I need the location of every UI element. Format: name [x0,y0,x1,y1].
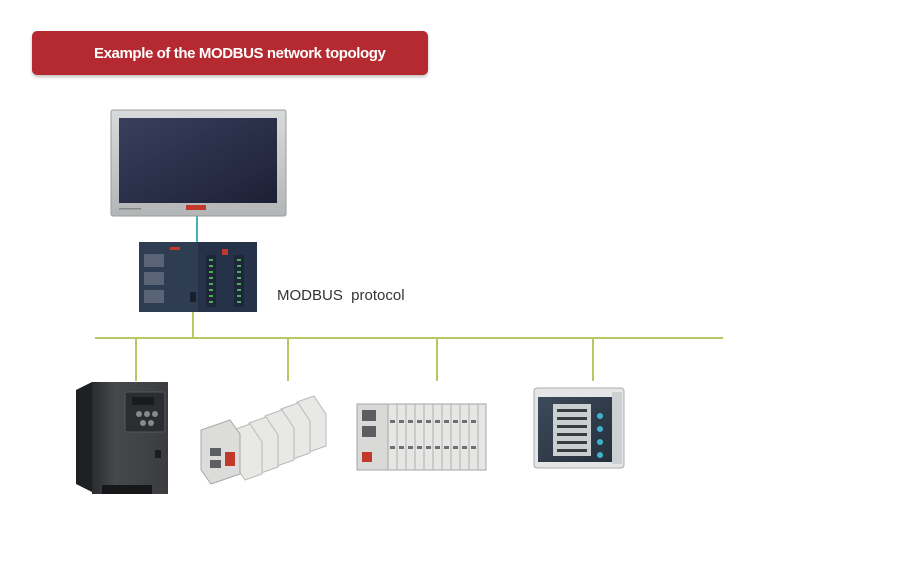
frequency-inverter-icon [76,382,168,494]
modbus-protocol-label: MODBUS protocol [277,287,405,304]
io-coupler-module-icon [356,403,487,471]
io-slice-modules-icon [200,395,327,485]
power-meter-icon [533,387,625,469]
plc-controller-icon [139,242,257,312]
hmi-touchscreen-icon [110,109,287,217]
title-banner: Example of the MODBUS network topology [32,31,428,75]
page-title: Example of the MODBUS network topology [94,44,386,62]
